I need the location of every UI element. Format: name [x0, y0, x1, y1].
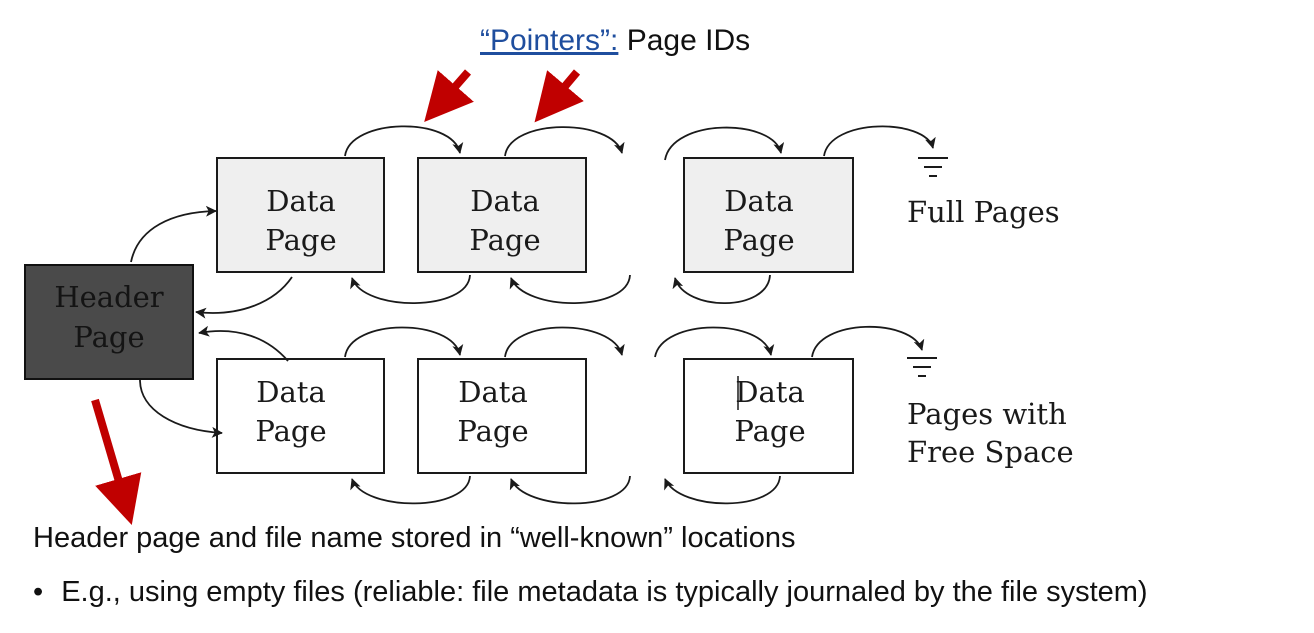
- red-arrow-2: [534, 69, 584, 123]
- header-page: Header Page: [24, 264, 194, 380]
- next-pointer: [344, 326, 464, 358]
- full-data-page-3: Data Page: [683, 157, 854, 273]
- bullet-note: • E.g., using empty files (reliable: fil…: [33, 576, 1148, 609]
- header-page-line2: Page: [73, 320, 144, 354]
- diagram-title: “Pointers”: Page IDs: [480, 24, 750, 57]
- full-to-header-link: [195, 276, 293, 319]
- red-arrow-1: [424, 69, 474, 123]
- free-data-page-1: Data Page: [216, 358, 385, 474]
- next-pointer: [654, 326, 775, 358]
- data-page-line2: Page: [469, 223, 540, 257]
- data-page-line2: Page: [457, 414, 528, 448]
- next-pointer: [823, 125, 936, 157]
- data-page-line1: Data: [266, 184, 335, 218]
- data-page-line1: Data: [724, 184, 793, 218]
- data-page-line2: Page: [734, 414, 805, 448]
- free-data-page-2: Data Page: [417, 358, 587, 474]
- title-rest: Page IDs: [618, 24, 750, 57]
- header-to-free-link: [139, 379, 223, 438]
- bullet-mark: •: [33, 576, 44, 608]
- prev-pointer: [672, 274, 771, 304]
- null-ground-icon: [907, 357, 937, 377]
- next-pointer: [811, 325, 925, 358]
- data-page-line2: Page: [255, 414, 326, 448]
- pointers-term: “Pointers”:: [480, 24, 618, 57]
- red-arrow-header: [91, 398, 142, 526]
- prev-pointer: [509, 274, 631, 305]
- data-page-line1: Data: [735, 375, 804, 409]
- free-to-header-link: [198, 325, 289, 362]
- prev-pointer: [350, 475, 471, 505]
- header-to-full-link: [130, 205, 217, 263]
- free-pages-label-line2: Free Space: [907, 435, 1074, 469]
- prev-pointer: [664, 475, 781, 505]
- full-pages-label: Full Pages: [907, 195, 1060, 229]
- next-pointer: [664, 126, 785, 161]
- next-pointer: [504, 326, 625, 358]
- null-ground-icon: [918, 157, 948, 177]
- main-note: Header page and file name stored in “wel…: [33, 522, 796, 554]
- full-data-page-1: Data Page: [216, 157, 385, 273]
- next-pointer: [344, 125, 464, 157]
- next-pointer: [504, 126, 625, 157]
- data-page-line2: Page: [265, 223, 336, 257]
- data-page-line1: Data: [256, 375, 325, 409]
- free-data-page-3: Data Page: [683, 358, 854, 474]
- full-data-page-2: Data Page: [417, 157, 587, 273]
- data-page-line2: Page: [723, 223, 794, 257]
- prev-pointer: [350, 274, 471, 305]
- header-page-line1: Header: [54, 280, 163, 314]
- bullet-text: E.g., using empty files (reliable: file …: [61, 576, 1148, 608]
- free-pages-label-line1: Pages with: [907, 397, 1067, 431]
- data-page-line1: Data: [470, 184, 539, 218]
- data-page-line1: Data: [458, 375, 527, 409]
- prev-pointer: [509, 475, 631, 505]
